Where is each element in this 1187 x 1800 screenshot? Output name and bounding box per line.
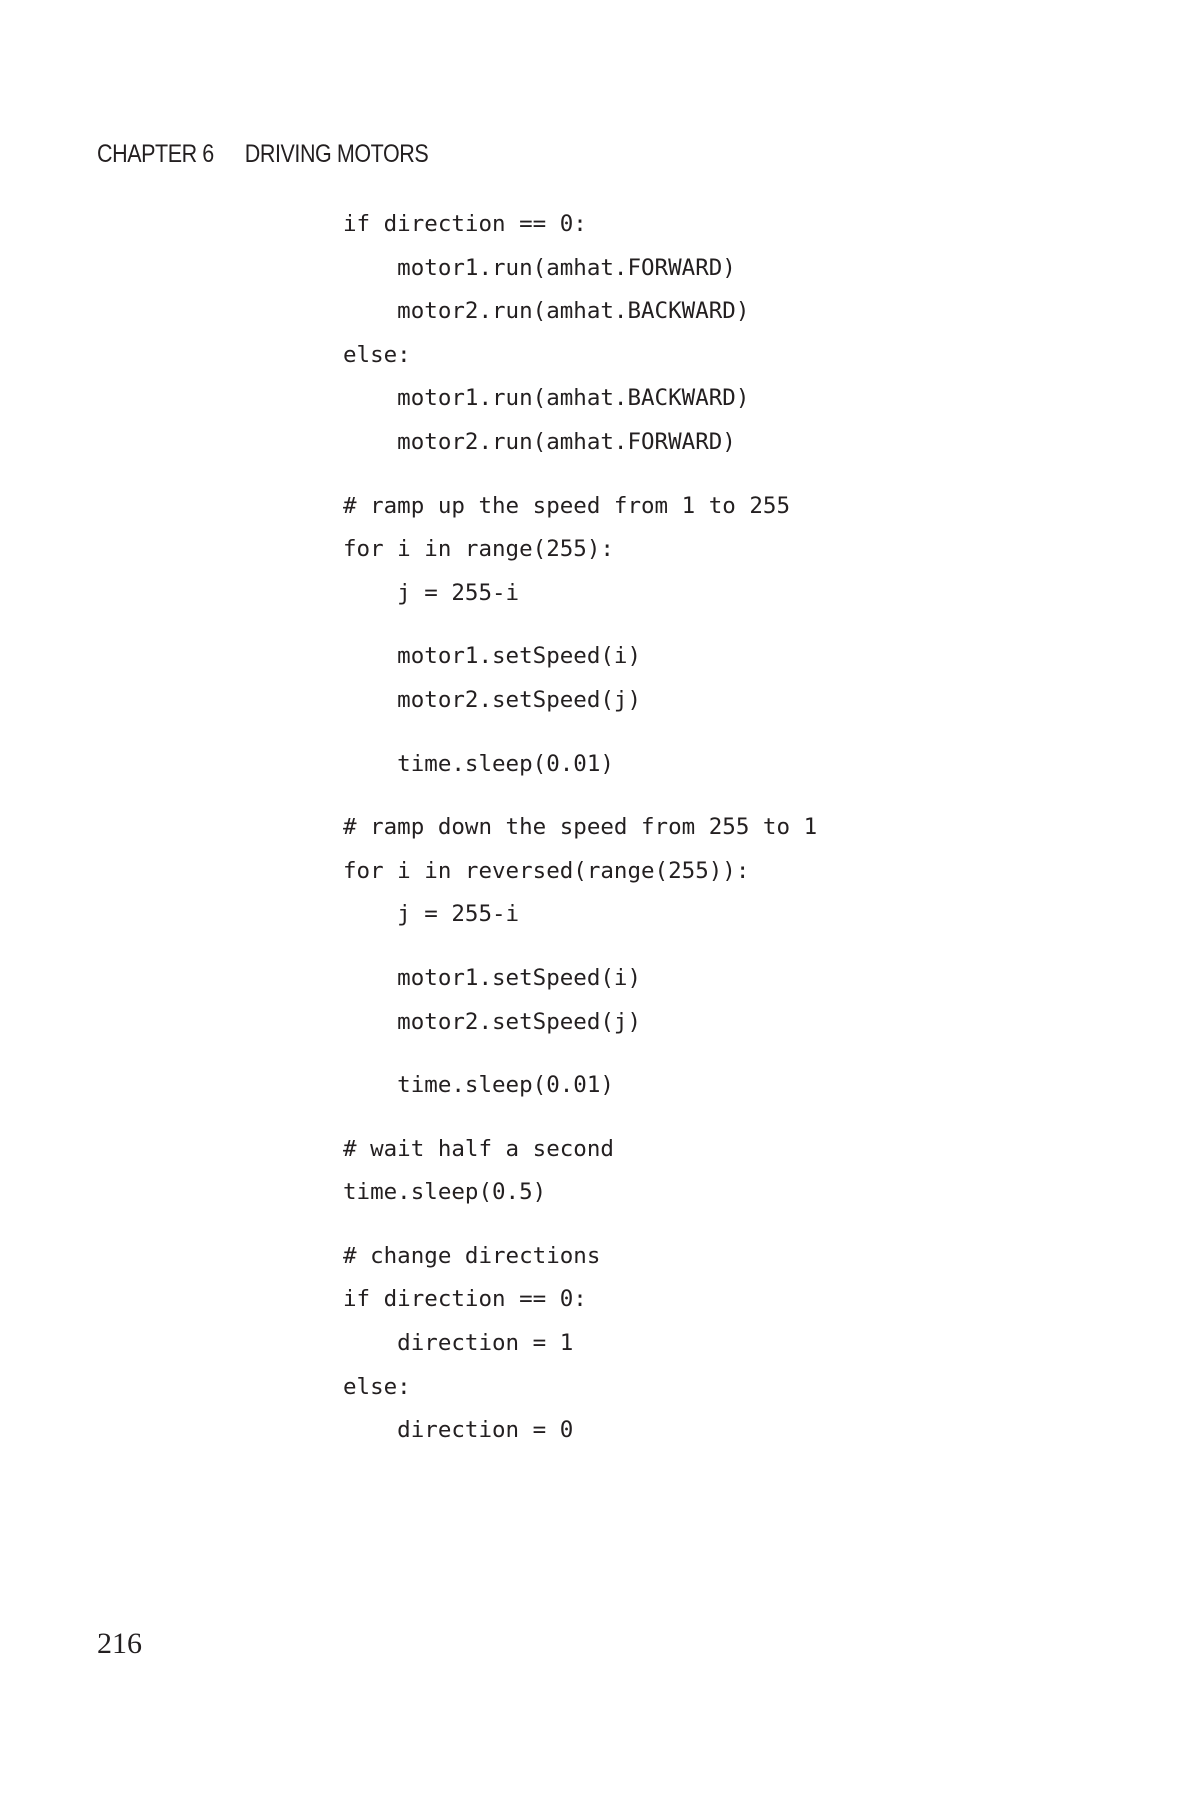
code-line: direction = 1 [343,1330,574,1357]
code-gap [343,465,817,485]
code-line: time.sleep(0.5) [343,1179,547,1206]
code-block-set-speed-up: motor1.setSpeed(i) motor2.setSpeed(j) [343,635,817,722]
code-line: motor2.setSpeed(j) [343,1008,642,1035]
code-line: # ramp up the speed from 1 to 255 [343,492,791,519]
running-head: CHAPTER 6 DRIVING MOTORS [97,139,429,169]
code-line: else: [343,341,411,368]
code-line: # change directions [343,1242,601,1269]
code-line: if direction == 0: [343,1286,587,1313]
chapter-title: DRIVING MOTORS [244,140,429,168]
code-block-set-speed-down: motor1.setSpeed(i) motor2.setSpeed(j) [343,957,817,1044]
code-line: motor2.setSpeed(j) [343,686,642,713]
code-line: j = 255-i [343,901,520,928]
code-line: for i in reversed(range(255)): [343,857,750,884]
code-line: motor1.run(amhat.BACKWARD) [343,385,750,412]
code-block-ramp-down: # ramp down the speed from 255 to 1 for … [343,806,817,937]
code-block-ramp-up: # ramp up the speed from 1 to 255 for i … [343,485,817,616]
code-block-sleep-up: time.sleep(0.01) [343,743,817,787]
code-line: motor2.run(amhat.FORWARD) [343,428,736,455]
code-line: if direction == 0: [343,211,587,237]
code-line: j = 255-i [343,579,520,606]
code-line: time.sleep(0.01) [343,750,614,777]
code-line: # wait half a second [343,1135,614,1162]
code-line: motor1.run(amhat.FORWARD) [343,254,736,281]
code-gap [343,786,817,806]
code-listing: if direction == 0: motor1.run(amhat.FORW… [343,203,817,1453]
code-line: else: [343,1373,411,1400]
code-gap [343,937,817,957]
chapter-label: CHAPTER 6 [97,140,214,168]
code-line: direction = 0 [343,1417,574,1444]
code-block-direction-run: if direction == 0: motor1.run(amhat.FORW… [343,203,817,465]
code-block-change-direction: # change directions if direction == 0: d… [343,1235,817,1453]
code-gap [343,1044,817,1064]
code-gap [343,1108,817,1128]
code-line: motor1.setSpeed(i) [343,643,642,670]
code-gap [343,723,817,743]
code-line: motor2.run(amhat.BACKWARD) [343,298,750,325]
code-line: time.sleep(0.01) [343,1072,614,1099]
code-block-wait: # wait half a second time.sleep(0.5) [343,1128,817,1215]
code-gap [343,1215,817,1235]
code-line: motor1.setSpeed(i) [343,964,642,991]
code-block-sleep-down: time.sleep(0.01) [343,1064,817,1108]
code-line: # ramp down the speed from 255 to 1 [343,814,818,841]
code-gap [343,615,817,635]
code-line: for i in range(255): [343,536,614,563]
page-number: 216 [97,1627,142,1660]
